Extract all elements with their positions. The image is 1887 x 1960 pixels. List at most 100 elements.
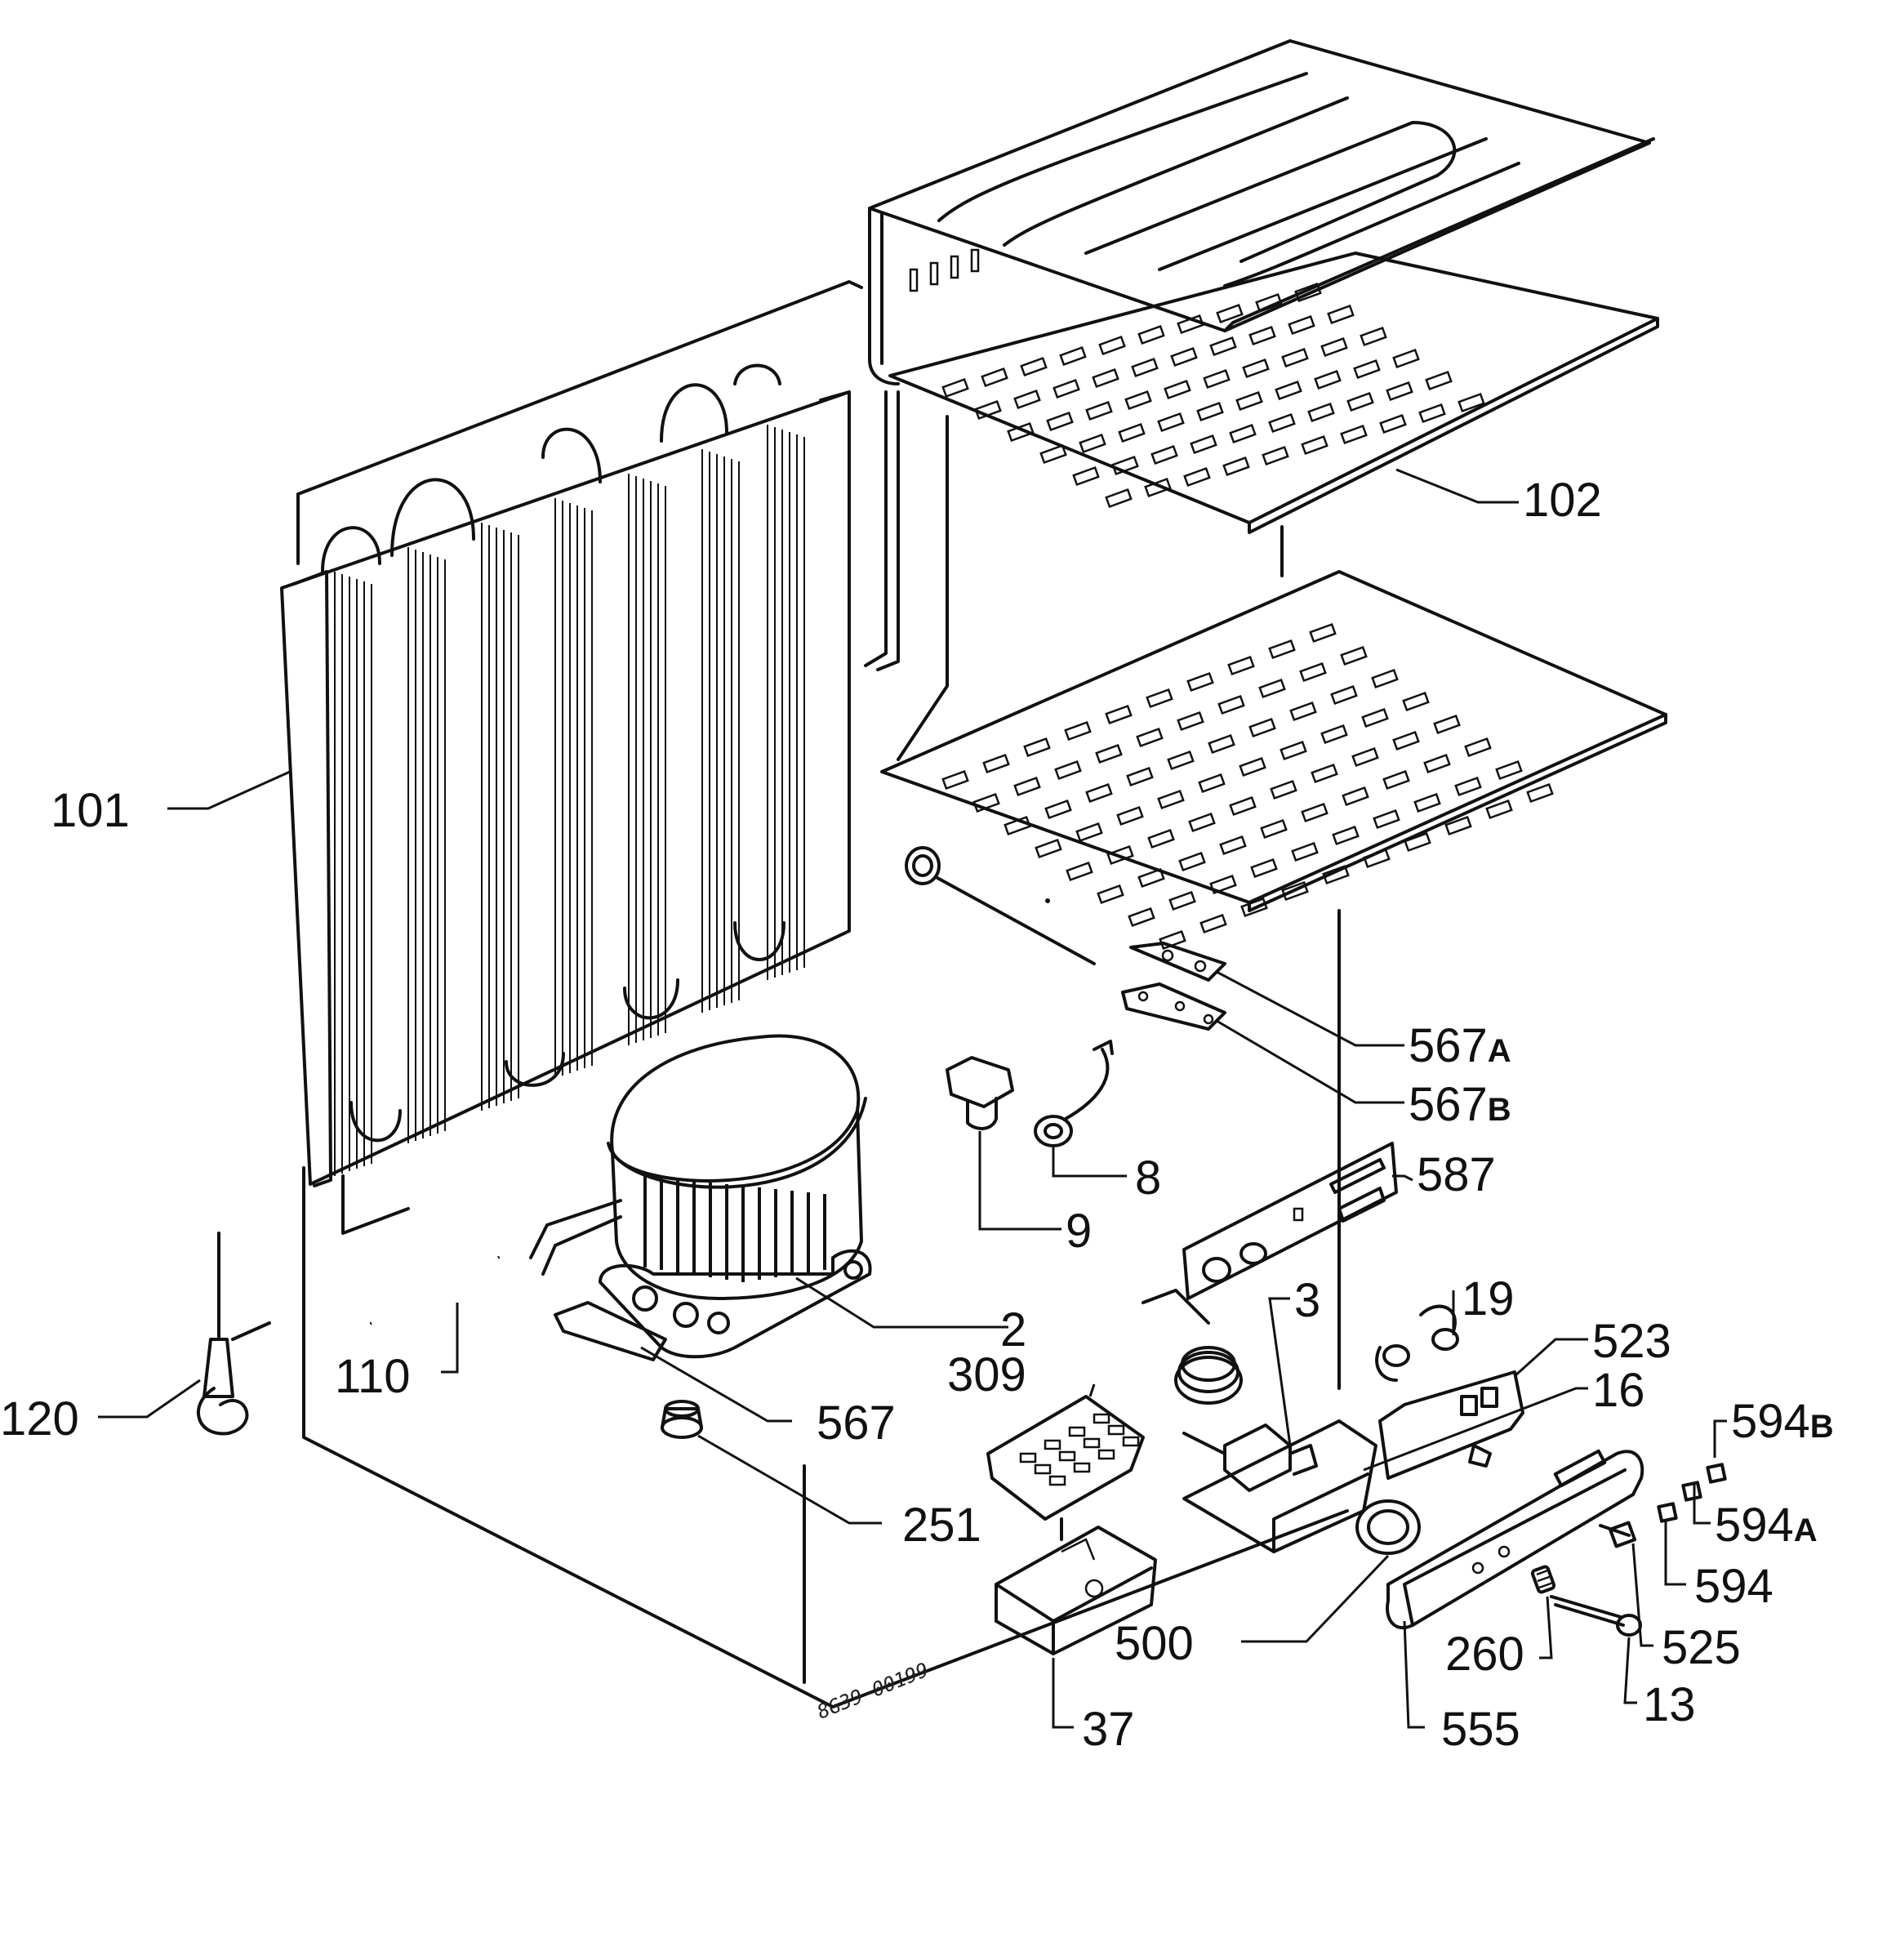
shelf-slot [1255,292,1283,314]
shelf-slot [941,377,969,399]
shelf-slot [1526,782,1554,804]
label-260: 260 [1445,1628,1524,1681]
shelf-slot [1007,421,1035,443]
evaporator-102 [864,39,1667,965]
shelf-slot [1260,818,1288,840]
shelf-slot [1444,815,1472,836]
label-555: 555 [1441,1703,1520,1756]
shelf-slot [1495,760,1523,781]
shelf-slot [1360,326,1387,347]
shelf-slot [1373,808,1400,830]
shelf-slot [1235,390,1263,412]
label-2: 2 [1000,1303,1026,1356]
shelf-slot [1209,874,1237,895]
shelf-slot [1167,750,1195,771]
terminal-cell [1044,1439,1061,1450]
shelf-slot [1268,639,1296,660]
relay-9 [946,1056,1014,1130]
cabinet-outline [296,280,1349,1708]
shelf-slot [1340,645,1368,666]
control-housing-16 [1182,1419,1377,1553]
shelf-slot [1353,359,1381,380]
shelf-slot [1301,434,1328,456]
shelf-slot [1402,691,1430,712]
shelf-slot [1322,864,1350,885]
shelf-slot [1291,841,1319,862]
shelf-slot [1157,789,1185,810]
shelf-slot [1301,802,1328,823]
shelf-slot [1346,391,1374,412]
shelf-slot [1222,456,1250,477]
label-594a: 594A [1715,1499,1818,1552]
label-587: 587 [1417,1148,1496,1201]
shelf-slot [1190,434,1217,455]
cap-594a [1681,1481,1702,1502]
shelf-slot [1314,369,1342,390]
shelf-slot [1085,400,1113,421]
shelf-slot [1242,358,1270,379]
shelf-slot [1020,356,1048,377]
shelf-slot [1106,844,1134,866]
label-567: 567 [817,1396,896,1450]
shelf-slot [1186,671,1214,693]
terminal-cell [1073,1462,1091,1473]
shelf-slot [1126,766,1154,787]
label-567b: 567B [1409,1078,1511,1131]
shelf-slot [1332,825,1360,846]
shelf-slot [981,367,1008,388]
lamp-holder-19 [1375,1304,1459,1382]
shelf-slot [1280,740,1307,761]
shelf-slot [1363,848,1391,869]
shelf-slot [1425,370,1453,391]
shelf-slot [1188,812,1216,833]
shelf-slot [1423,753,1451,774]
shelf-slot [1144,477,1172,498]
terminal-cell [1068,1426,1086,1437]
shelf-slot [1219,835,1247,856]
terminal-cell [1083,1437,1101,1449]
shelf-slot [1095,743,1123,764]
label-8: 8 [1135,1152,1161,1205]
condenser-101 [280,363,851,1235]
grommet-251 [661,1400,703,1439]
shelf-slot [1046,411,1074,432]
pin-525 [1599,1521,1637,1548]
shelf-slot [1262,445,1289,466]
shelf-slot [1168,890,1196,911]
shelf-slot [1131,357,1159,378]
shelf-slot [1361,707,1389,728]
shelf-slot [1023,737,1051,758]
label-594b: 594B [1731,1395,1834,1448]
shelf-slot [1013,776,1041,797]
shelf-slot [1327,304,1355,325]
shelf-slot [1413,792,1441,813]
shelf-slot [1289,701,1317,722]
label-523: 523 [1592,1315,1671,1368]
label-37: 37 [1082,1703,1135,1756]
shelf-slot [1137,324,1165,345]
filter-drier-120 [197,1232,271,1436]
compressor-2 [529,1034,872,1359]
upper-shelf-slots [941,282,1485,509]
shelf-slot [1248,325,1276,346]
shelf-slot [1340,424,1368,445]
terminal-board-309 [986,1395,1145,1541]
shelf-slot [1288,314,1315,336]
shelf-slot [982,753,1010,774]
label-3: 3 [1294,1274,1320,1327]
shelf-slot [1075,822,1103,843]
shelf-slot [1118,422,1146,443]
bracket-567b [1121,982,1226,1031]
thermostat-3 [1142,1289,1318,1492]
shelf-slot [1485,799,1513,820]
label-594: 594 [1694,1560,1774,1613]
shelf-slot [1320,336,1348,358]
shelf-slot [1239,756,1266,777]
shelf-slot [941,769,969,791]
lamp-bracket-523 [1378,1370,1524,1480]
shelf-slot [1311,763,1338,784]
overload-protector-8 [1034,1040,1114,1147]
shelf-slot [1281,880,1309,902]
shelf-slot [1064,720,1092,742]
shelf-slot [1098,335,1126,356]
